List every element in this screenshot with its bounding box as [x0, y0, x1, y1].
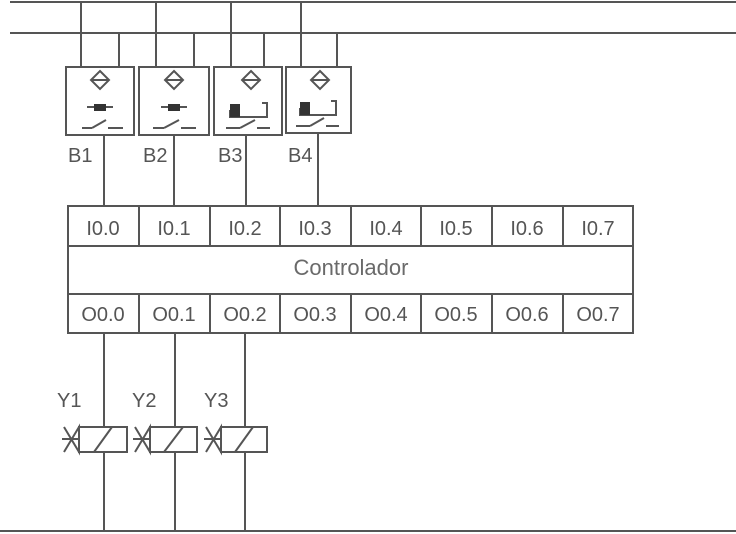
output-label: O0.1 [152, 304, 195, 326]
input-label: I0.6 [510, 218, 543, 240]
input-label: I0.7 [581, 218, 614, 240]
sensor-b1: B1 [65, 2, 135, 206]
sensor-label-b2: B2 [143, 145, 167, 167]
solenoid-valve-icon [204, 423, 268, 456]
actuator-y3: Y3 [204, 333, 268, 531]
controller-title: Controlador [294, 255, 409, 280]
input-label: I0.3 [298, 218, 331, 240]
output-label: O0.7 [576, 304, 619, 326]
output-label: O0.0 [81, 304, 124, 326]
output-label: O0.2 [223, 304, 266, 326]
sensor-symbol-icon [153, 69, 196, 129]
output-label: O0.5 [434, 304, 477, 326]
actuator-label-y2: Y2 [132, 390, 156, 412]
sensor-b3: B3 [213, 2, 283, 206]
output-label: O0.3 [293, 304, 336, 326]
input-label: I0.1 [157, 218, 190, 240]
input-label: I0.5 [439, 218, 472, 240]
actuator-y1: Y1 [57, 333, 128, 531]
output-label: O0.4 [364, 304, 407, 326]
input-label: I0.4 [369, 218, 402, 240]
sensor-symbol-icon [226, 69, 270, 129]
actuator-label-y3: Y3 [204, 390, 228, 412]
sensor-symbol-icon [296, 69, 339, 127]
controller: Controlador I0.0 I0.1 I0.2 I0.3 I0.4 I0.… [67, 205, 634, 334]
sensor-symbol-icon [82, 69, 123, 129]
output-label: O0.6 [505, 304, 548, 326]
actuator-y2: Y2 [132, 333, 198, 531]
sensor-label-b4: B4 [288, 145, 312, 167]
sensor-label-b1: B1 [68, 145, 92, 167]
input-label: I0.2 [228, 218, 261, 240]
solenoid-valve-icon [133, 423, 198, 456]
solenoid-valve-icon [62, 423, 128, 456]
input-label: I0.0 [86, 218, 119, 240]
sensor-b2: B2 [138, 2, 210, 206]
sensor-b4: B4 [285, 2, 352, 206]
actuator-label-y1: Y1 [57, 390, 81, 412]
sensor-label-b3: B3 [218, 145, 242, 167]
